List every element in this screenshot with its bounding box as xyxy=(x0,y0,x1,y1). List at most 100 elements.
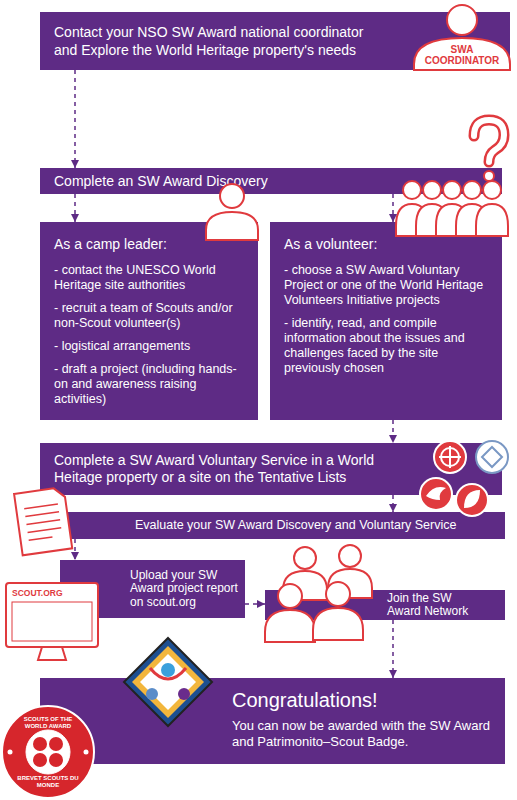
person-head xyxy=(403,181,421,199)
patrimonito-head xyxy=(161,663,175,677)
patrimonito-arms xyxy=(150,668,186,679)
person-head xyxy=(326,582,350,606)
box-text: - logistical arrangements xyxy=(54,339,244,354)
badge-core xyxy=(140,654,196,710)
badge-center xyxy=(26,730,70,774)
step-box: Upload your SW Award project report on s… xyxy=(60,560,245,618)
person-body xyxy=(456,204,488,236)
box-text: Complete a SW Award Voluntary Service in… xyxy=(54,452,422,486)
question-mark-dot xyxy=(484,171,494,181)
box-text: - recruit a team of Scouts and/or non-Sc… xyxy=(54,301,244,331)
dashed-arrow xyxy=(392,495,394,512)
screen-text: SCOUT.ORG xyxy=(12,588,92,598)
dashed-arrow xyxy=(74,539,76,560)
network-people-icon xyxy=(265,545,372,642)
dove-logo xyxy=(420,478,452,510)
box-text: Join the SW Award Network xyxy=(387,592,477,619)
dashed-arrow xyxy=(245,603,265,605)
box-heading: Congratulations! xyxy=(232,688,495,712)
badge-star xyxy=(84,750,89,755)
badge-ring xyxy=(2,706,94,798)
badge-quadrant xyxy=(33,737,47,751)
world-heritage-emblem xyxy=(482,447,502,467)
badge-text: SCOUTS OF THE WORLD AWARD xyxy=(17,716,79,730)
badge-text: BREVET SCOUTS DU MONDE xyxy=(17,775,79,789)
heritage-logos xyxy=(420,441,508,516)
box-text: - choose a SW Award Voluntary Project or… xyxy=(284,263,488,308)
scout-logo-cross xyxy=(439,446,461,468)
leaf-symbol xyxy=(464,490,480,508)
step-box: Complete a SW Award Voluntary Service in… xyxy=(40,443,502,495)
person-head xyxy=(339,545,361,567)
person-body xyxy=(265,610,315,642)
dove-symbol xyxy=(426,487,446,500)
box-text: Complete an SW Award Discovery xyxy=(54,173,488,190)
person-head xyxy=(278,584,302,608)
step-box: Evaluate your SW Award Discovery and Vol… xyxy=(40,512,505,539)
person-body xyxy=(416,204,448,236)
box-text: Upload your SW Award project report on s… xyxy=(130,569,239,610)
person-head xyxy=(463,181,481,199)
role-box: As a camp leader: - contact the UNESCO Wo… xyxy=(40,222,258,420)
badge-quadrant xyxy=(49,753,63,767)
monitor xyxy=(6,583,98,647)
box-text: - contact the UNESCO World Heritage site… xyxy=(54,263,244,293)
person-body xyxy=(436,204,468,236)
badge-diamond xyxy=(124,638,212,726)
patrimonito-badge xyxy=(124,638,212,726)
volunteers-icon xyxy=(396,181,508,236)
badge-quadrant xyxy=(33,753,47,767)
box-text: Contact your NSO SW Award national coord… xyxy=(54,23,389,59)
dashed-arrow xyxy=(392,420,394,443)
dashed-arrow xyxy=(74,70,76,168)
box-text: You can now be awarded with the SW Award… xyxy=(232,718,495,750)
camp-leader-icon xyxy=(206,184,258,240)
step-box: Complete an SW Award Discovery xyxy=(40,168,502,194)
dashed-arrow xyxy=(392,620,394,678)
person-head xyxy=(483,181,501,199)
unesco-mark xyxy=(146,688,158,700)
person-body xyxy=(476,204,508,236)
question-mark-fill xyxy=(474,120,504,162)
person-body xyxy=(414,38,510,70)
person-body xyxy=(396,204,428,236)
person-body xyxy=(206,212,258,240)
role-box: As a volunteer: - choose a SW Award Volun… xyxy=(270,222,502,420)
leaf-logo xyxy=(456,484,488,516)
person-head xyxy=(294,547,316,569)
step-box: Join the SW Award Network xyxy=(265,590,505,620)
badge-inner-diamond xyxy=(132,646,204,718)
box-heading: As a camp leader: xyxy=(54,236,244,253)
question-mark-outline xyxy=(474,120,504,162)
person-head xyxy=(423,181,441,199)
result-box: Congratulations! You can now be awarded w… xyxy=(40,678,505,764)
scout-logo xyxy=(434,441,466,473)
document-lines xyxy=(24,504,62,540)
box-heading: As a volunteer: xyxy=(284,236,488,253)
person-body xyxy=(313,608,363,640)
world-heritage-logo xyxy=(476,441,508,473)
person-body xyxy=(328,569,372,598)
box-text: - draft a project (including hands-on an… xyxy=(54,362,244,407)
scout-mark xyxy=(178,688,190,700)
evaluation-document-icon xyxy=(14,487,72,555)
document-sheet xyxy=(14,487,72,555)
coordinator-icon xyxy=(414,5,510,70)
badge-quadrant xyxy=(49,737,63,751)
monitor-stand xyxy=(38,647,66,660)
scout-logo-ring xyxy=(441,448,459,466)
box-text: Evaluate your SW Award Discovery and Vol… xyxy=(135,518,505,533)
scouts-of-the-world-badge xyxy=(2,706,94,798)
computer-icon xyxy=(6,583,98,660)
badge-star xyxy=(8,750,13,755)
dashed-arrow xyxy=(392,194,394,222)
person-body xyxy=(283,571,327,600)
person-head xyxy=(443,181,461,199)
monitor-screen xyxy=(12,602,92,641)
dashed-arrow xyxy=(74,194,76,222)
question-mark-icon xyxy=(474,120,504,181)
